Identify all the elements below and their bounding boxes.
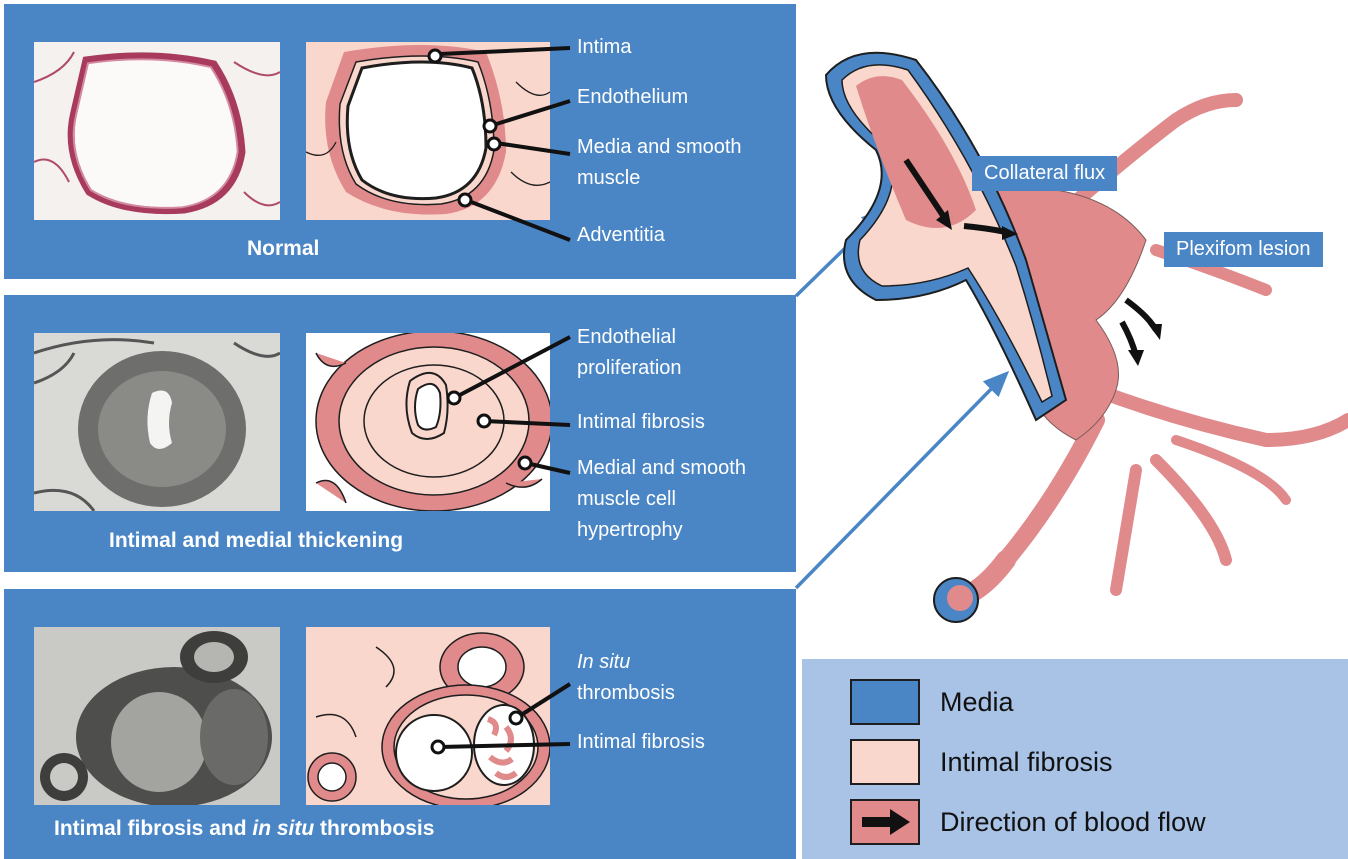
legend: Media Intimal fibrosis Direction of bloo…	[802, 659, 1348, 859]
thrombosis-schematic	[306, 627, 550, 805]
label-endothelial-proliferation: Endothelial proliferation	[577, 322, 737, 384]
label-in-situ-thrombosis: In situ thrombosis	[577, 647, 675, 709]
caption-normal: Normal	[247, 237, 319, 261]
arrow-right-icon	[852, 801, 918, 843]
legend-blood-flow-label: Direction of blood flow	[940, 807, 1206, 838]
normal-panel: Intima Endothelium Media and smooth musc…	[4, 4, 796, 279]
thrombosis-panel: In situ thrombosis Intimal fibrosis Inti…	[4, 589, 796, 859]
thickening-panel: Endothelial proliferation Intimal fibros…	[4, 295, 796, 572]
label-intima: Intima	[577, 32, 631, 63]
collateral-flux-tag: Collateral flux	[972, 156, 1117, 191]
normal-schematic	[306, 42, 550, 220]
caption-thickening: Intimal and medial thickening	[109, 529, 403, 553]
plexiform-lesion-illustration	[796, 0, 1348, 650]
label-endothelium: Endothelium	[577, 82, 688, 113]
label-intimal-fibrosis-2: Intimal fibrosis	[577, 407, 705, 438]
plexiform-lesion-tag: Plexifom lesion	[1164, 232, 1323, 267]
label-medial-hypertrophy: Medial and smooth muscle cell hypertroph…	[577, 453, 767, 546]
label-media-smooth-muscle: Media and smooth muscle	[577, 132, 757, 194]
blood-flow-swatch	[850, 799, 920, 845]
thrombosis-micrograph	[34, 627, 280, 805]
thickening-schematic	[306, 333, 550, 511]
legend-intimal-fibrosis-label: Intimal fibrosis	[940, 747, 1113, 778]
caption-thrombosis: Intimal fibrosis and in situ thrombosis	[54, 817, 434, 841]
media-swatch	[850, 679, 920, 725]
label-adventitia: Adventitia	[577, 220, 665, 251]
intimal-fibrosis-swatch	[850, 739, 920, 785]
thickening-micrograph	[34, 333, 280, 511]
label-intimal-fibrosis-3: Intimal fibrosis	[577, 727, 705, 758]
legend-media-label: Media	[940, 687, 1014, 718]
normal-micrograph	[34, 42, 280, 220]
